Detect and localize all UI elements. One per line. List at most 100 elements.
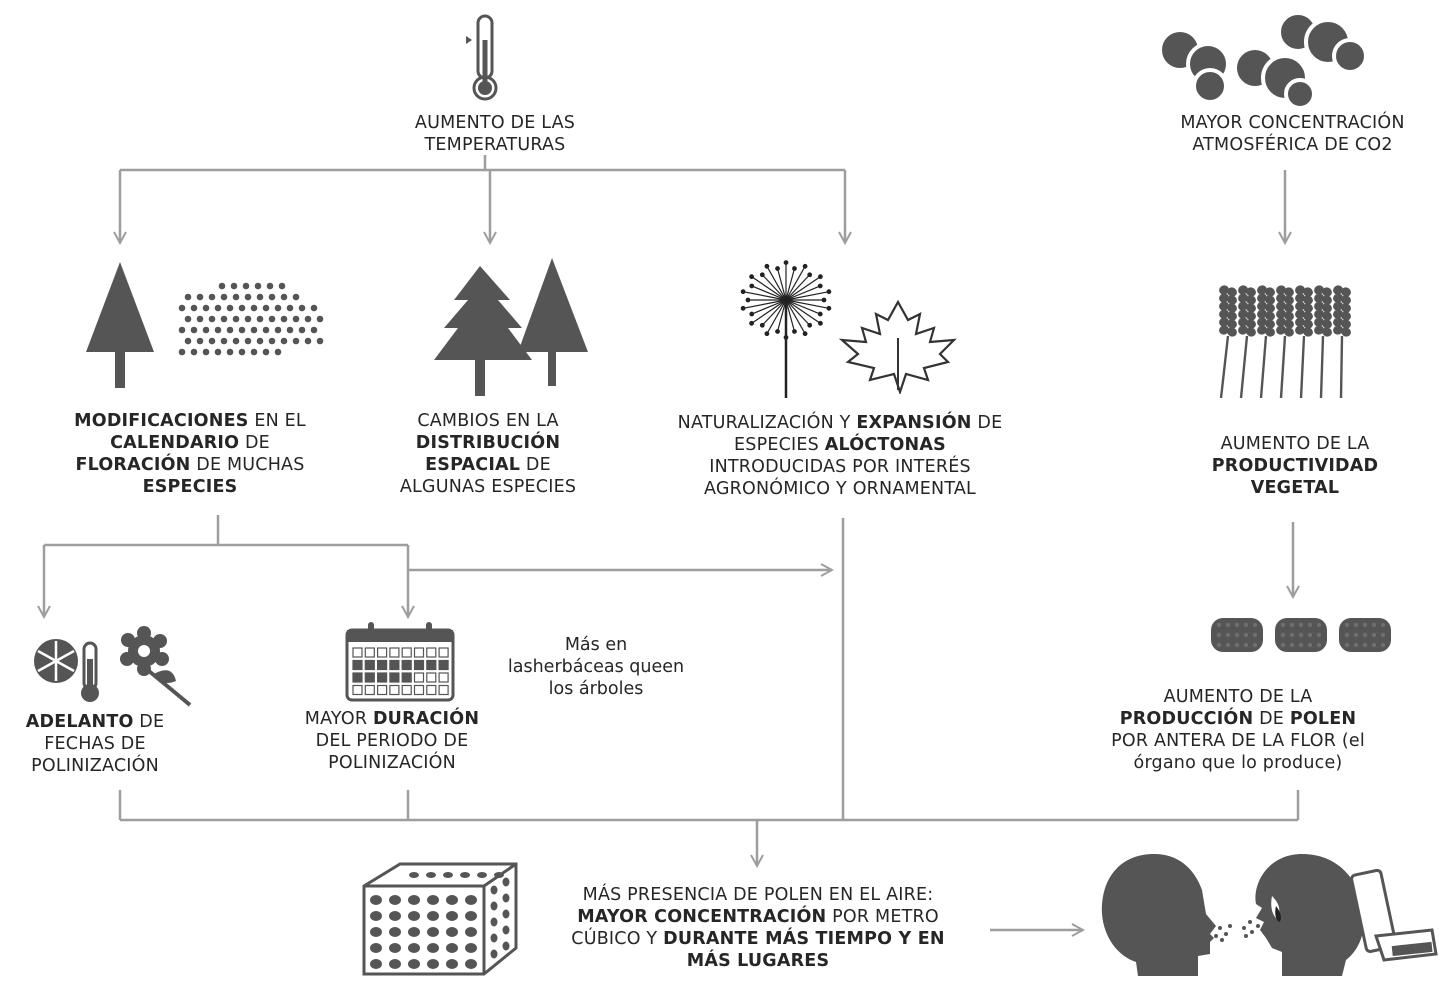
label-line: ALGUNAS ESPECIES — [372, 476, 604, 498]
allergy-heads-icon — [1101, 854, 1438, 976]
herbaceous-note: Más en lasherbáceas queen los árboles — [506, 634, 686, 700]
label-text: PRODUCCIÓN — [1119, 709, 1254, 729]
label-line: CAMBIOS EN LA — [372, 410, 604, 432]
label-text: POR ANTERA DE LA FLOR (el — [1111, 731, 1365, 751]
label-line: MAYOR DURACIÓN — [282, 708, 502, 730]
label-line: AUMENTO DE LA — [1175, 433, 1415, 455]
label-text: MÁS PRESENCIA DE POLEN EN EL AIRE: — [582, 885, 934, 905]
label-line: ESPECIES — [40, 476, 340, 498]
label-text: ESPECIES — [734, 435, 825, 455]
maple-leaf-icon — [838, 299, 957, 394]
label-text: PRODUCTIVIDAD — [1211, 456, 1379, 476]
label-text: DE — [1253, 709, 1290, 729]
label-text: AUMENTO DE LA — [1220, 434, 1370, 454]
label-line: ESPACIAL DE — [372, 454, 604, 476]
label-text: ADELANTO — [25, 712, 134, 732]
label-line: CALENDARIO DE — [40, 432, 340, 454]
label-text: DURACIÓN — [372, 709, 480, 729]
label-line: FLORACIÓN DE MUCHAS — [40, 454, 340, 476]
label-line: INTRODUCIDAS POR INTERÉS — [640, 456, 1040, 478]
label-text: EXPANSIÓN — [856, 413, 972, 433]
label-line: AUMENTO DE LAS — [370, 112, 620, 134]
label-text: DE — [239, 433, 270, 453]
label-text: TEMPERATURAS — [424, 135, 566, 155]
label-text: DEL PERIODO DE — [315, 731, 469, 751]
label-text: DURANTE MÁS TIEMPO Y EN — [663, 929, 945, 949]
label-text: DE — [133, 712, 165, 732]
label-text: POLINIZACIÓN — [31, 756, 159, 776]
label-text: ESPACIAL — [425, 455, 521, 475]
label-line: ATMOSFÉRICA DE CO2 — [1145, 134, 1440, 156]
label-line: POLINIZACIÓN — [4, 755, 186, 777]
label-text: CAMBIOS EN LA — [417, 411, 559, 431]
label-text: INTRODUCIDAS POR INTERÉS — [709, 457, 971, 477]
label-text: EN EL — [248, 411, 306, 431]
label-text: ALÓCTONAS — [824, 435, 946, 455]
label-text: DE — [971, 413, 1003, 433]
label-text: Más en las — [507, 635, 628, 677]
label-line: MÁS PRESENCIA DE POLEN EN EL AIRE: — [538, 884, 978, 906]
label-line: MAYOR CONCENTRACIÓN POR METRO — [538, 906, 978, 928]
label-text: ESPECIES — [142, 477, 238, 497]
label-text: DE MUCHAS — [190, 455, 305, 475]
label-text: MAYOR — [304, 709, 373, 729]
co2-molecules-icon — [1158, 11, 1368, 108]
label-line: ADELANTO DE — [4, 711, 186, 733]
label-line: MAYOR CONCENTRACIÓN — [1145, 112, 1440, 134]
label-line: NATURALIZACIÓN Y EXPANSIÓN DE — [640, 412, 1040, 434]
label-line: POLINIZACIÓN — [282, 752, 502, 774]
label-text: AGRONÓMICO Y ORNAMENTAL — [704, 479, 976, 499]
label-text: DISTRIBUCIÓN — [415, 433, 561, 453]
label-text: en los árboles — [548, 657, 685, 699]
label-line: AUMENTO DE LA — [1078, 686, 1398, 708]
label-line: MODIFICACIONES EN EL — [40, 410, 340, 432]
label-text: órgano que lo produce) — [1133, 753, 1343, 773]
label-text: POR METRO — [826, 907, 939, 927]
label-text: NATURALIZACIÓN Y — [677, 413, 857, 433]
label-text: CÚBICO Y — [571, 929, 664, 949]
label-text: MODIFICACIONES — [74, 411, 249, 431]
label-text: VEGETAL — [1250, 478, 1340, 498]
label-line: PRODUCTIVIDAD — [1175, 455, 1415, 477]
label-text: CALENDARIO — [110, 433, 240, 453]
label-line: POR ANTERA DE LA FLOR (el — [1078, 730, 1398, 752]
label-text: POLINIZACIÓN — [328, 753, 456, 773]
label-text: POLEN — [1289, 709, 1357, 729]
season-flower-icon — [34, 626, 192, 707]
pollen-cube-icon — [362, 862, 518, 976]
label-text: FECHAS DE — [44, 734, 146, 754]
label-line: FECHAS DE — [4, 733, 186, 755]
pine-trees-icon — [434, 258, 588, 396]
label-line: órgano que lo produce) — [1078, 752, 1398, 774]
calendar-icon — [345, 622, 455, 702]
label-line: AGRONÓMICO Y ORNAMENTAL — [640, 478, 1040, 500]
label-line: en los árboles — [549, 657, 684, 699]
label-line: DISTRIBUCIÓN — [372, 432, 604, 454]
label-line: TEMPERATURAS — [370, 134, 620, 156]
label-line: CÚBICO Y DURANTE MÁS TIEMPO Y EN — [538, 928, 978, 950]
label-text: AUMENTO DE LA — [1163, 687, 1313, 707]
airborne-pollen-label: MÁS PRESENCIA DE POLEN EN EL AIRE:MAYOR … — [538, 884, 978, 972]
label-text: ALGUNAS ESPECIES — [399, 477, 577, 497]
tree-pollen-cloud-icon — [86, 262, 324, 388]
label-text: AUMENTO DE LAS — [414, 113, 576, 133]
label-text: ATMOSFÉRICA DE CO2 — [1192, 135, 1393, 155]
label-line: herbáceas que — [533, 657, 663, 677]
label-text: DE — [520, 455, 551, 475]
thermometer-icon — [466, 14, 498, 101]
label-line: Más en las — [508, 635, 627, 677]
label-text: FLORACIÓN — [75, 455, 191, 475]
dandelion-icon — [740, 260, 832, 398]
label-line: PRODUCCIÓN DE POLEN — [1078, 708, 1398, 730]
label-line: MÁS LUGARES — [538, 950, 978, 972]
label-line: DEL PERIODO DE — [282, 730, 502, 752]
label-text: MAYOR CONCENTRACIÓN — [577, 907, 827, 927]
